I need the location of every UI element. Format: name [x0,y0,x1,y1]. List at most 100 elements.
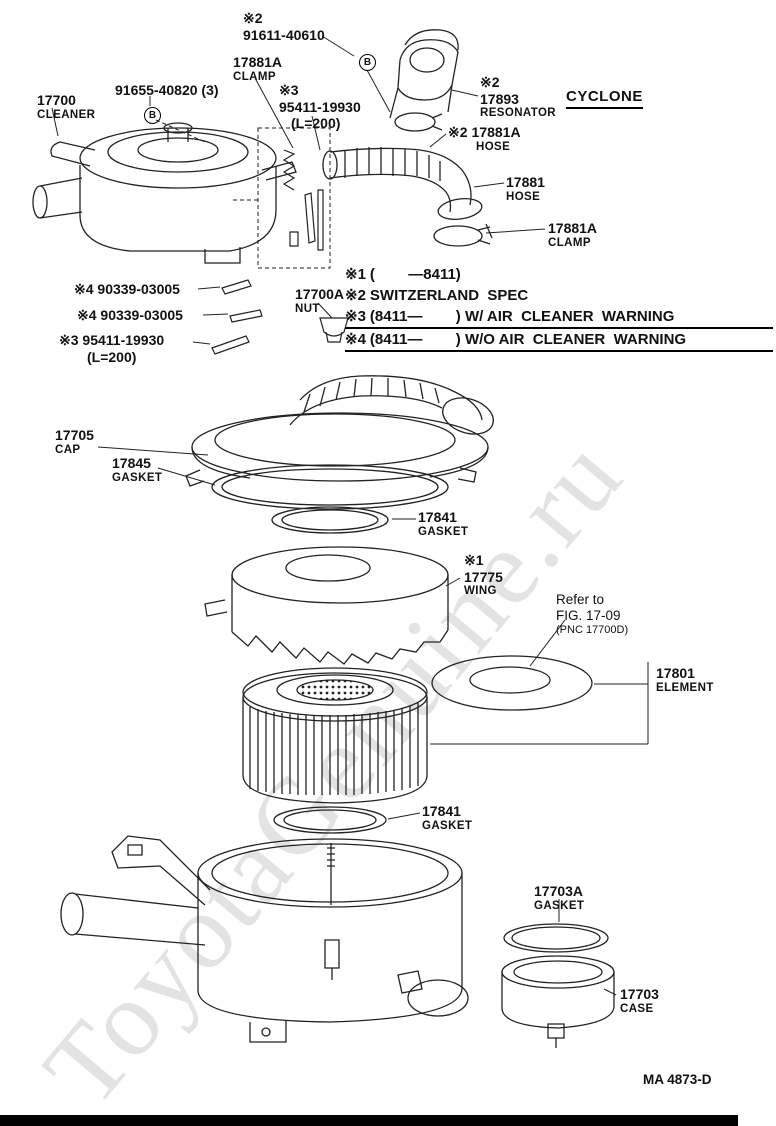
part-number: 17703A [534,883,584,899]
refer-line3: (PNC 17700D) [556,623,629,636]
part-name: HOSE [506,190,541,203]
part-star: ※3 [279,82,299,98]
label-nut: 17700A NUT [295,286,344,316]
refer-line1: Refer to [556,592,605,607]
part-name: HOSE [476,140,511,153]
label-hose-kit-top: ※3 95411-19930 (L=200) [279,82,361,132]
label-cleaner: 17700 CLEANER [37,92,95,122]
label-hose: 17881 HOSE [506,174,545,204]
label-gasket-cap: 17845 GASKET [112,455,162,485]
part-number: 17775 [464,568,503,585]
part-name: CASE [620,1002,654,1015]
part-name: CLAMP [548,236,591,249]
part-name: RESONATOR [480,107,557,120]
label-screw-a: ※4 90339-03005 [74,281,180,298]
label-resonator: ※2 17893 RESONATOR [480,74,556,121]
note-star: ※4 [345,331,366,348]
label-gasket-upper: 17841 GASKET [418,509,468,539]
cleaner-drawing [32,122,297,264]
part-name: GASKET [112,471,163,484]
note-row: ※3 (8411— ) W/ AIR CLEANER WARNING [345,306,773,329]
cyclone-text: CYCLONE [566,88,643,105]
note-row: ※2 SWITZERLAND SPEC [345,285,773,306]
part-number: ※4 90339-03005 [77,307,183,323]
part-name: NUT [295,302,320,315]
part-name: ELEMENT [656,681,714,694]
note-text: (8411— ) W/O AIR CLEANER WARNING [369,331,687,348]
resonator-hose-drawing [322,29,493,247]
label-gasket-lower: 17841 GASKET [422,803,472,833]
circled-b-symbol: B [144,107,161,124]
part-number: 17881 [506,174,545,190]
leader-lines [51,35,649,996]
part-name: CAP [55,443,81,456]
part-star: ※1 [464,552,484,568]
part-length: (L=200) [87,348,137,365]
part-number: 17700A [295,286,345,302]
cap-drawing [185,375,494,534]
part-star: ※2 [243,10,263,26]
clamp-hardware-drawing [232,127,331,269]
note-row: ※4 (8411— ) W/O AIR CLEANER WARNING [345,329,773,352]
note-star: ※1 [345,266,366,283]
note-text: SWITZERLAND SPEC [369,287,529,304]
part-name: GASKET [534,899,585,912]
label-wing: ※1 17775 WING [464,552,503,599]
part-number: ※4 90339-03005 [74,281,180,297]
label-screw-b: ※4 90339-03005 [77,307,183,324]
part-name: CLAMP [233,70,276,83]
doc-code: MA 4873-D [643,1072,712,1087]
notes-block: ※1 ( —8411) ※2 SWITZERLAND SPEC ※3 (8411… [345,264,773,352]
label-clamp-top: 17881A CLAMP [233,54,282,84]
part-number: 17705 [55,427,94,443]
part-number: 17845 [112,455,151,471]
part-name: CLEANER [37,108,96,121]
note-star: ※2 [345,287,366,304]
label-gasket-case: 17703A GASKET [534,883,584,913]
label-clip-top: ※2 91611-40610 [243,10,325,43]
part-number: ※3 95411-19930 [59,332,165,348]
note-star: ※3 [345,308,366,325]
part-number: 17893 [480,90,519,107]
refer-line2: FIG. 17-09 [556,607,621,623]
label-case: 17703 CASE [620,986,659,1016]
part-length: (L=200) [291,115,341,132]
small-case-drawing [501,923,615,1048]
part-number: 17881A [233,54,283,70]
circled-b-symbol: B [359,54,376,71]
circled-b-letter: B [363,57,372,68]
part-number: 17881A [471,124,521,140]
wing-drawing [204,546,449,665]
part-star: ※2 [448,124,468,140]
part-number: 17703 [620,986,659,1002]
small-parts-drawing [211,279,349,355]
element-drawing [242,667,428,834]
label-refer-fig: Refer to FIG. 17-09 (PNC 17700D) [556,592,628,637]
bottom-bar [0,1115,738,1126]
element-ring-drawing [431,655,593,711]
note-text: (8411— ) W/ AIR CLEANER WARNING [369,308,675,325]
part-number: 17841 [422,803,461,819]
part-name: GASKET [422,819,473,832]
part-number: 17801 [656,665,695,681]
part-number: 91611-40610 [243,26,325,43]
label-cap: 17705 CAP [55,427,94,457]
note-text: ( —8411) [369,266,461,283]
note-row: ※1 ( —8411) [345,264,773,285]
label-clamp-right: 17881A CLAMP [548,220,597,250]
label-cyclone-title: CYCLONE [566,88,643,109]
part-number: 17881A [548,220,598,236]
part-name: GASKET [418,525,469,538]
part-number: 91655-40820 (3) [115,82,219,98]
label-bolt: 91655-40820 (3) [115,82,219,99]
part-name: WING [464,585,497,598]
label-hose-kit-left: ※3 95411-19930 (L=200) [59,332,164,365]
part-number: 17700 [37,92,76,108]
part-number: 95411-19930 [279,98,361,115]
case-drawing [60,835,469,1043]
label-element: 17801 ELEMENT [656,665,714,695]
part-star: ※2 [480,74,500,90]
